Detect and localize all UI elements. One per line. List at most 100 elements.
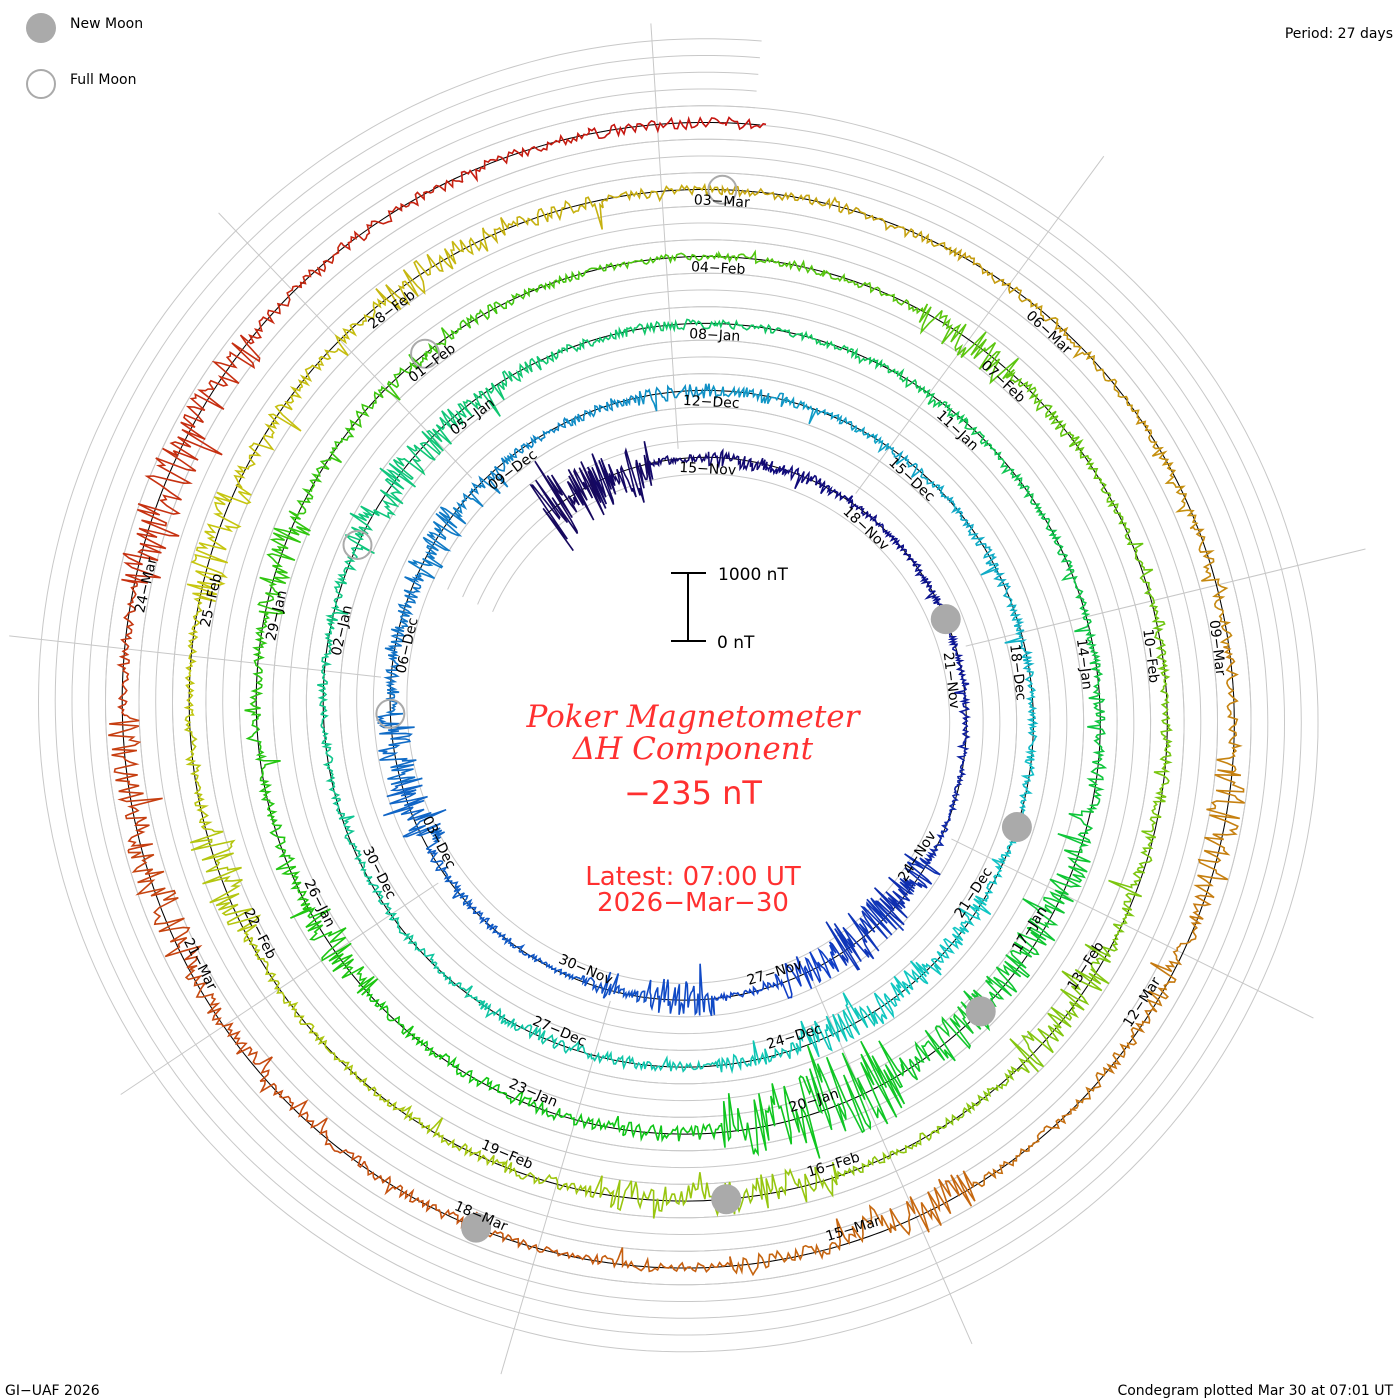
trace-day-78 [257,510,311,615]
trace-day-27 [503,416,570,465]
trace-day-59 [887,368,968,425]
trace-day-94 [937,1057,1039,1129]
full-moon-legend-icon [26,69,56,99]
trace-day-93 [1009,968,1110,1073]
date-label: 04−Feb [691,259,746,278]
new-moon-legend-icon [26,13,56,43]
date-label: 29−Jan [263,589,290,642]
trace-day-122 [851,1170,976,1244]
trace-day-16 [645,963,716,1016]
new-moon-marker [711,1184,742,1215]
trace-day-54 [462,355,543,417]
trace-day-117 [1216,645,1243,773]
period-label: Period: 27 days [1285,26,1393,42]
trace-day-77 [244,612,271,716]
trace-day-121 [972,1107,1077,1188]
trace-day-112 [840,202,957,257]
trace-day-75 [269,814,312,919]
trace-day-123 [729,1218,857,1277]
grid-ring [121,122,1235,1269]
trace-day-48 [332,798,373,879]
trace-day-106 [233,385,304,489]
trace-day-41 [795,992,879,1058]
trace-day-61 [1023,490,1075,572]
trace-day-69 [720,1075,821,1159]
trace-day-2 [648,452,710,480]
trace-day-62 [1060,570,1102,665]
trace-day-68 [805,1040,906,1134]
trace-day-127 [259,1079,366,1169]
grid-ring [88,88,1269,1302]
trace-day-100 [314,1033,407,1112]
grid-ring [104,105,1252,1286]
date-label: 13−Feb [1065,939,1108,993]
grid-ring [54,55,1302,1336]
date-label: 18−Dec [1006,643,1029,701]
trace-day-114 [1054,322,1140,418]
trace-day-5 [820,484,878,522]
trace-day-40 [873,959,942,1025]
trace-day-116 [1189,526,1233,647]
scale-bottom-label: 0 nT [717,633,755,653]
moon-markers [342,174,1032,1243]
date-label: 10−Feb [1139,628,1162,684]
trace-day-67 [898,1001,991,1081]
footer-credit: GI−UAF 2026 [5,1383,100,1399]
trace-day-137 [587,115,727,140]
trace-day-22 [375,712,423,786]
trace-day-31 [784,396,858,432]
trace-day-134 [239,242,342,345]
trace-day-46 [416,947,484,1006]
trace-day-119 [1146,894,1215,1013]
latest-time: Latest: 07:00 UT [585,862,801,892]
trace-day-95 [837,1125,940,1180]
trace-day-101 [248,937,319,1035]
trace-day-129 [127,849,203,971]
trace-day-12 [873,853,941,926]
new-moon-marker [1001,812,1032,843]
date-label: 20−Jan [787,1086,841,1116]
trace-day-26 [452,457,509,517]
trace-day-3 [707,448,768,472]
trace-day-91 [1136,763,1171,871]
trace-day-11 [923,803,958,865]
trace-day-60 [964,418,1030,491]
trace-day-90 [1156,653,1173,765]
trace-day-71 [527,1099,626,1136]
trace-day-56 [624,318,716,337]
trace-day-49 [320,713,341,800]
trace-day-135 [340,179,464,251]
trace-day-13 [825,897,905,971]
date-label: 23−Jan [506,1076,559,1111]
grid-spoke [951,838,1314,1019]
trace-day-88 [1079,453,1144,551]
trace-day-1 [586,441,654,509]
trace-day-79 [288,427,355,517]
trace-day-128 [184,968,273,1082]
trace-day-124 [601,1247,732,1274]
trace-day-126 [363,1160,480,1232]
trace-day-85 [821,269,924,315]
trace-day-113 [953,248,1059,325]
trace-day-25 [407,506,467,580]
trace-day-10 [951,741,970,805]
grid-spoke [500,1000,611,1375]
trace-day-4 [765,460,826,490]
trace-day-6 [871,517,918,567]
date-label: 12−Dec [683,393,740,412]
trace-day-82 [510,262,615,300]
trace-day-132 [121,447,197,584]
trace-day-102 [189,828,262,943]
trace-day-92 [1084,869,1145,973]
trace-day-81 [423,298,515,357]
grid-ring [71,71,1286,1319]
scale-bar [671,572,706,642]
trace-day-28 [565,394,639,427]
chart-title: Poker Magnetometer [526,699,862,735]
trace-day-47 [365,876,418,952]
trace-day-35 [1003,595,1035,672]
date-label: 09−Mar [1206,619,1229,677]
grid-ring [37,38,1319,1353]
trace-day-20 [426,848,473,907]
